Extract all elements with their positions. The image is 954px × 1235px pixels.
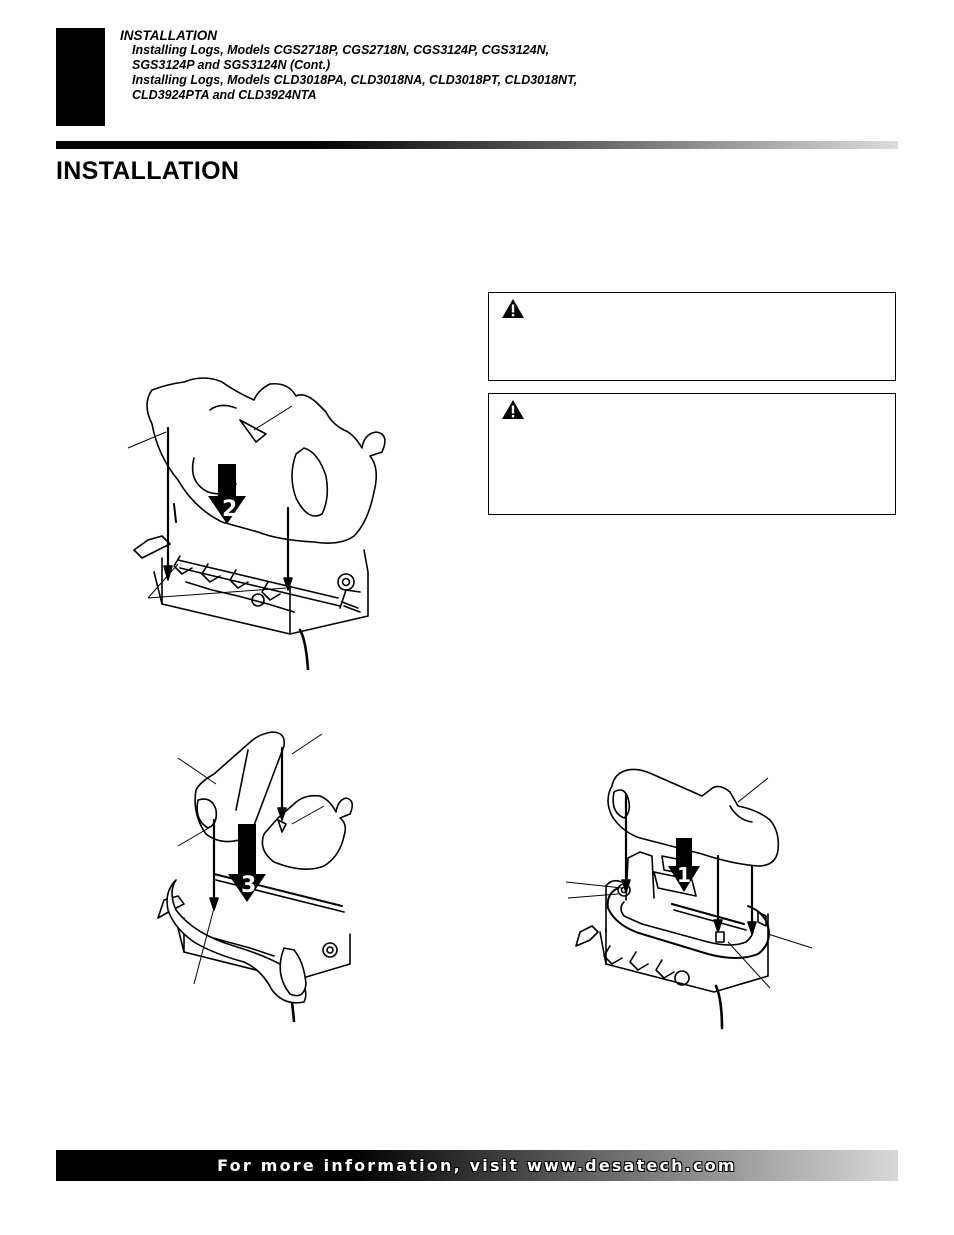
fig-c-step-number: 1 — [677, 863, 691, 887]
warning-triangle-icon — [502, 400, 524, 419]
header-rule — [56, 141, 898, 149]
footer-website-text: For more information, visit www.desatech… — [217, 1156, 737, 1175]
figure-log-step-2: 2 — [127, 377, 386, 670]
figure-log-step-1: 1 — [565, 768, 813, 1030]
running-header: INSTALLATION Installing Logs, Models CGS… — [120, 28, 820, 103]
warning-box-2 — [488, 393, 896, 515]
fig-a-step-number: 2 — [222, 497, 237, 522]
figure-log-step-3: 3 — [157, 731, 354, 1022]
warning-box-1 — [488, 292, 896, 381]
page-tab-marker — [56, 28, 105, 126]
warning-triangle-icon — [502, 299, 524, 318]
footer-bar: For more information, visit www.desatech… — [56, 1150, 898, 1181]
page-title: INSTALLATION — [56, 157, 240, 185]
header-line-2: SGS3124P and SGS3124N (Cont.) — [132, 58, 331, 72]
header-line-3: Installing Logs, Models CLD3018PA, CLD30… — [132, 73, 578, 87]
header-line-4: CLD3924PTA and CLD3924NTA — [132, 88, 317, 102]
header-section: INSTALLATION — [120, 28, 217, 43]
header-line-1: Installing Logs, Models CGS2718P, CGS271… — [132, 43, 550, 57]
fig-b-step-number: 3 — [241, 873, 256, 898]
